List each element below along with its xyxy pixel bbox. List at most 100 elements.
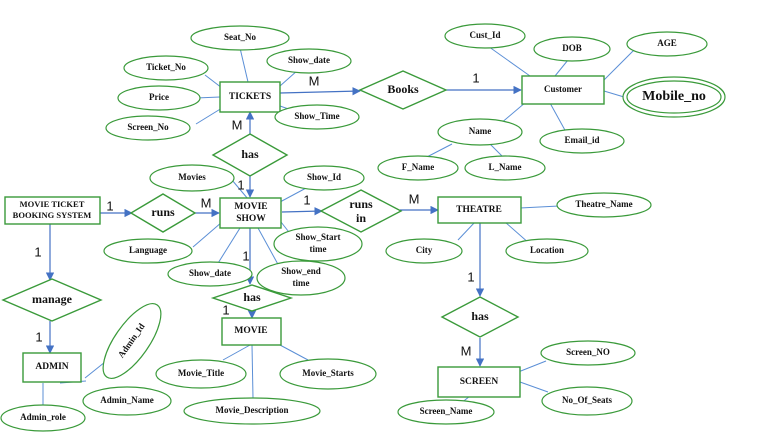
entity-label-line1: MOVIE TICKET [20, 199, 85, 209]
attribute-label: Email_id [564, 135, 599, 145]
attribute-ticket-no[interactable]: Ticket_No [123, 55, 209, 81]
attribute-label-line1: Show_end [281, 266, 321, 276]
attribute-language[interactable]: Language [103, 238, 193, 264]
relationship-has-movie[interactable]: has [210, 284, 294, 312]
relationship-manage[interactable]: manage [1, 278, 103, 322]
attribute-screen-no-tickets[interactable]: Screen_No [105, 115, 191, 141]
relationship-runs[interactable]: runs [129, 193, 197, 233]
attribute-screen-no-screen[interactable]: Screen_NO [540, 340, 636, 366]
cardinality-system-manage: 1 [34, 244, 41, 259]
attribute-seat-no[interactable]: Seat_No [190, 25, 290, 51]
attribute-movie-description[interactable]: Movie_Description [183, 397, 321, 425]
cardinality-runs-in-theatre: M [409, 191, 420, 206]
attribute-label-line1: Show_Start [295, 232, 340, 242]
entity-label: SCREEN [460, 377, 499, 387]
attribute-show-end-time[interactable]: Show_end time [256, 260, 346, 296]
attribute-show-date-tickets[interactable]: Show_date [266, 48, 352, 74]
entity-admin[interactable]: ADMIN [22, 352, 82, 383]
attribute-label: Screen_No [127, 122, 169, 132]
attribute-movies[interactable]: Movies [149, 164, 235, 192]
attribute-label: Theatre_Name [575, 199, 632, 209]
attribute-label: Screen_Name [420, 406, 473, 416]
attribute-movie-title[interactable]: Movie_Title [155, 359, 247, 389]
attribute-label: Admin_Name [100, 395, 154, 405]
cardinality-tickets-has: M [232, 117, 243, 132]
attribute-label: Movie_Title [178, 368, 224, 378]
relationship-has-tickets[interactable]: has [211, 133, 289, 177]
attribute-label: City [416, 245, 433, 255]
attribute-mobile-no[interactable]: Mobile_no [622, 76, 726, 118]
relationship-label: has [471, 309, 489, 323]
relationship-runs-in[interactable]: runs in [319, 189, 403, 233]
attribute-show-start-time[interactable]: Show_Start time [273, 226, 363, 262]
attribute-label: Screen_NO [566, 347, 610, 357]
attribute-label: L_Name [489, 162, 522, 172]
attribute-email-id[interactable]: Email_id [539, 128, 625, 154]
attribute-label-line2: time [310, 244, 327, 254]
attribute-l-name[interactable]: L_Name [464, 155, 546, 181]
attribute-admin-id[interactable]: Admin_Id [93, 295, 171, 387]
relationship-books[interactable]: Books [358, 70, 448, 110]
attribute-location[interactable]: Location [505, 238, 589, 264]
attribute-price[interactable]: Price [117, 85, 201, 111]
entity-label: TICKETS [229, 92, 271, 102]
attribute-label: Mobile_no [642, 89, 706, 104]
entity-theatre[interactable]: THEATRE [437, 196, 522, 224]
entity-customer[interactable]: Customer [521, 75, 605, 105]
cardinality-has-movie: 1 [222, 302, 229, 317]
entity-movie-ticket-booking-system[interactable]: MOVIE TICKET BOOKING SYSTEM [4, 196, 101, 225]
relationship-label-line2: in [356, 211, 366, 225]
attribute-label: Ticket_No [146, 62, 186, 72]
entity-label: Customer [544, 84, 582, 94]
entity-label: MOVIE [234, 326, 267, 336]
attribute-city[interactable]: City [385, 238, 463, 264]
relationship-has-screen[interactable]: has [440, 296, 520, 338]
cardinality-show-has: 1 [242, 248, 249, 263]
entity-screen[interactable]: SCREEN [437, 366, 521, 398]
relationship-label: has [241, 147, 259, 161]
cardinality-has-show: 1 [237, 177, 244, 192]
cardinality-system-runs: 1 [106, 198, 113, 213]
entity-label: THEATRE [456, 205, 502, 215]
attribute-theatre-name[interactable]: Theatre_Name [556, 192, 652, 218]
attribute-show-time[interactable]: Show_Time [274, 104, 360, 130]
attribute-label: Admin_role [20, 412, 66, 422]
attribute-movie-starts[interactable]: Movie_Starts [279, 358, 377, 390]
attribute-show-date-show[interactable]: Show_date [167, 261, 253, 287]
cardinality-runs-show: M [201, 195, 212, 210]
attribute-label: Movie_Starts [302, 368, 354, 378]
entity-label-line2: SHOW [236, 214, 266, 224]
cardinality-has-screen: M [461, 343, 472, 358]
relationship-label: manage [32, 292, 73, 306]
relationship-label: runs [151, 205, 175, 219]
attribute-age[interactable]: AGE [626, 31, 708, 57]
relationship-label-line1: runs [349, 197, 373, 211]
cardinality-show-runs-in: 1 [303, 192, 310, 207]
attribute-label: Cust_Id [469, 30, 500, 40]
attribute-admin-role[interactable]: Admin_role [0, 404, 86, 432]
cardinality-labels: M 1 M 1 1 M 1 M 1 1 1 1 1 M [34, 70, 479, 358]
attribute-no-of-seats[interactable]: No_Of_Seats [541, 386, 633, 416]
attribute-label: Show_Time [294, 111, 339, 121]
attribute-label: Show_date [288, 55, 330, 65]
attribute-label: Show_Id [307, 172, 341, 182]
attribute-label: DOB [562, 43, 582, 53]
attribute-admin-name[interactable]: Admin_Name [82, 386, 172, 416]
entity-movie[interactable]: MOVIE [221, 317, 282, 346]
entity-movie-show[interactable]: MOVIE SHOW [219, 197, 282, 229]
attribute-label: Seat_No [224, 32, 256, 42]
attribute-cust-id[interactable]: Cust_Id [444, 23, 526, 49]
entity-tickets[interactable]: TICKETS [219, 81, 281, 113]
attribute-show-id[interactable]: Show_Id [283, 165, 365, 191]
attribute-name[interactable]: Name [437, 118, 523, 146]
attribute-label: Language [129, 245, 167, 255]
entity-label: ADMIN [35, 362, 68, 372]
attribute-label: Movies [178, 172, 206, 182]
attribute-f-name[interactable]: F_Name [377, 155, 459, 181]
attribute-label-line2: time [293, 278, 310, 288]
attribute-dob[interactable]: DOB [533, 36, 611, 62]
cardinality-books-customer: 1 [472, 70, 479, 85]
attribute-label: Name [469, 126, 492, 136]
attribute-label: Movie_Description [216, 405, 289, 415]
attribute-screen-name[interactable]: Screen_Name [397, 399, 495, 425]
